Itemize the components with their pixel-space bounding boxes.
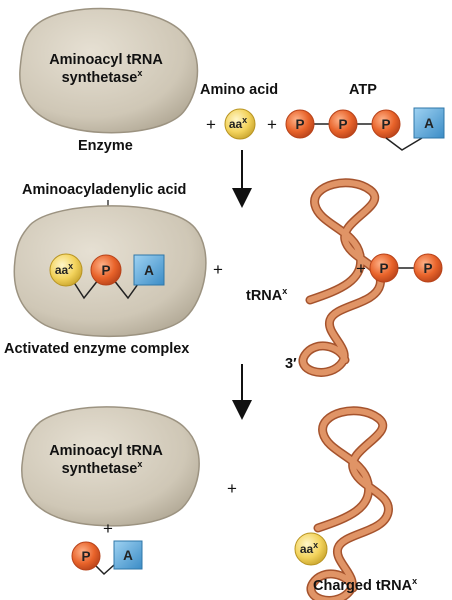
activated-complex-label: Activated enzyme complex — [4, 341, 189, 357]
trna-molecule — [303, 183, 380, 373]
enzyme-label: Enzyme — [78, 138, 133, 154]
trna-label: tRNAx — [246, 286, 287, 304]
enzyme-blob-top — [19, 7, 199, 134]
enzyme-blob-bottom — [21, 406, 200, 527]
charged-trna-label: Charged tRNAx — [313, 576, 417, 594]
enzyme-name-top-line1: Aminoacyl tRNA — [49, 52, 163, 68]
phosphate-circle — [369, 253, 399, 283]
phosphate-circle — [71, 541, 101, 571]
amino-acid-circle-label: aax — [229, 115, 247, 131]
phosphate-circle — [90, 254, 122, 286]
phosphate-1 — [285, 109, 315, 139]
three-prime-label: 3′ — [285, 356, 297, 372]
phosphate-label: P — [379, 261, 388, 276]
adenosine-label: A — [424, 116, 434, 131]
atp-label: ATP — [349, 82, 377, 98]
plus-sign: + — [103, 519, 113, 538]
amino-acid-circle — [49, 253, 83, 287]
enzyme-name-bottom-line1: Aminoacyl tRNA — [49, 443, 163, 459]
amino-acid-circle — [294, 532, 328, 566]
adenosine-square — [133, 254, 165, 286]
plus-sign: + — [206, 115, 216, 134]
phosphate-label: P — [295, 117, 304, 132]
plus-sign: + — [356, 259, 366, 278]
plus-sign: + — [227, 479, 237, 498]
phosphate-label: P — [338, 117, 347, 132]
plus-sign: + — [213, 260, 223, 279]
adenosine-label: A — [144, 263, 154, 278]
charged-trna-molecule — [311, 411, 388, 600]
amino-acid-circle-label: aax — [300, 540, 318, 556]
aminoacyladenylic-acid-label: Aminoacyladenylic acid — [22, 182, 186, 198]
adenosine-square — [113, 540, 143, 570]
phosphate-label: P — [423, 261, 432, 276]
amino-acid-circle-label: aax — [55, 261, 73, 277]
phosphate-2 — [328, 109, 358, 139]
plus-sign: + — [267, 115, 277, 134]
enzyme-name-top-line2: synthetasex — [62, 68, 143, 86]
phosphate-circle — [413, 253, 443, 283]
atp-linker — [385, 137, 423, 151]
enzyme-name-bottom-line2: synthetasex — [62, 459, 143, 477]
adenosine-label: A — [123, 548, 133, 563]
amino-acid-label: Amino acid — [200, 82, 278, 98]
adenosine-square — [413, 107, 445, 139]
amino-acid-circle — [224, 108, 256, 140]
phosphate-label: P — [381, 117, 390, 132]
phosphate-label: P — [101, 263, 110, 278]
phosphate-label: P — [81, 549, 90, 564]
